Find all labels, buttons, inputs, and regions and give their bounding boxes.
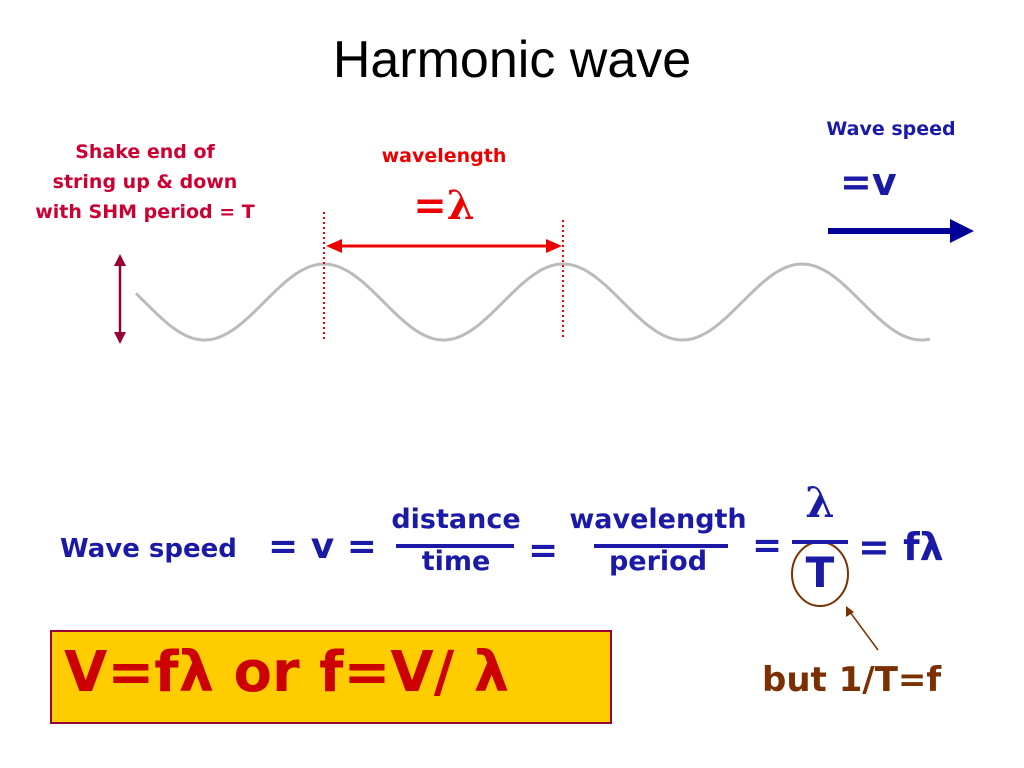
- equation-equals-2: =: [528, 530, 559, 571]
- fraction-time-denominator: time: [421, 546, 491, 577]
- wavelength-equals-lambda: =λ: [413, 182, 475, 229]
- fraction-bar-3: [792, 540, 848, 544]
- fraction-wavelength-numerator: wavelength: [569, 504, 747, 535]
- wave-speed-equals-v: =v: [840, 160, 897, 204]
- wave-speed-label: Wave speed: [826, 118, 956, 140]
- summary-box: [50, 630, 612, 724]
- fraction-distance-numerator: distance: [391, 504, 521, 535]
- wavelength-arrow-icon: [326, 239, 562, 253]
- wave-speed-arrow-icon: [828, 219, 974, 243]
- shake-line-3: with SHM period = T: [35, 201, 255, 223]
- equation-equals-3: =: [752, 525, 783, 566]
- wavelength-label: wavelength: [381, 145, 507, 167]
- shake-line-2: string up & down: [52, 171, 238, 193]
- period-frequency-note: but 1/T=f: [762, 660, 942, 700]
- equation-wave-speed-label: Wave speed: [60, 534, 237, 564]
- fraction-bar-1: [396, 544, 514, 548]
- equation-equals-v: = v =: [268, 526, 377, 567]
- shake-instructions: Shake end of string up & down with SHM p…: [0, 137, 290, 227]
- fraction-t-denominator: T: [805, 548, 835, 597]
- shake-arrow-icon: [114, 254, 126, 344]
- slide-title: Harmonic wave: [332, 31, 692, 89]
- fraction-period-denominator: period: [608, 546, 708, 577]
- harmonic-wave-curve: [134, 262, 931, 342]
- summary-formula: V=fλ or f=V/ λ: [64, 640, 510, 705]
- shake-line-1: Shake end of: [75, 141, 215, 163]
- fraction-lambda-numerator: λ: [805, 478, 835, 527]
- equation-equals-f-lambda: = fλ: [858, 525, 944, 569]
- note-pointer-icon: [846, 606, 879, 651]
- fraction-bar-2: [594, 544, 728, 548]
